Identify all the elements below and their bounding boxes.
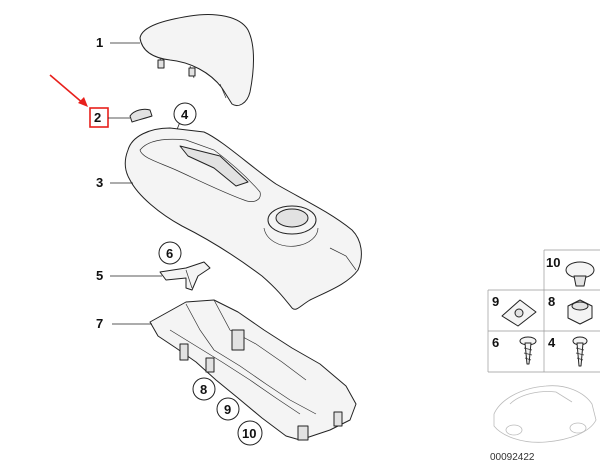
part-5-bracket[interactable] bbox=[159, 261, 211, 291]
part-7-base-frame[interactable] bbox=[149, 299, 357, 441]
part-label-6: 6 bbox=[166, 246, 173, 261]
callout-circle-10 bbox=[237, 420, 263, 446]
part-label-7: 7 bbox=[96, 316, 103, 331]
legend-item-4-screw[interactable] bbox=[572, 336, 588, 367]
part-label-3: 3 bbox=[96, 175, 103, 190]
small-parts-legend bbox=[487, 249, 600, 373]
part-label-1: 1 bbox=[96, 35, 103, 50]
callout-circle-6 bbox=[158, 241, 182, 265]
part-3-center-console[interactable] bbox=[124, 127, 362, 310]
part-label-8: 8 bbox=[200, 382, 207, 397]
part-label-5: 5 bbox=[96, 268, 103, 283]
legend-item-9-nut[interactable] bbox=[501, 299, 537, 327]
callout-circle-4 bbox=[173, 102, 197, 126]
callout-circle-9 bbox=[216, 397, 240, 421]
legend-label-8: 8 bbox=[548, 294, 555, 309]
legend-item-6-screw[interactable] bbox=[519, 336, 537, 365]
callout-circle-8 bbox=[192, 377, 216, 401]
car-thumbnail bbox=[493, 385, 597, 443]
legend-label-9: 9 bbox=[492, 294, 499, 309]
legend-label-6: 6 bbox=[492, 335, 499, 350]
reference-code: 00092422 bbox=[490, 452, 535, 463]
legend-item-10-clip[interactable] bbox=[565, 261, 595, 287]
legend-item-8-hex-nut[interactable] bbox=[567, 299, 593, 325]
highlight-arrow bbox=[49, 74, 88, 107]
part-label-4: 4 bbox=[181, 107, 189, 122]
part-1-armrest-cover[interactable] bbox=[139, 14, 254, 106]
legend-label-10: 10 bbox=[546, 255, 560, 270]
part-label-2: 2 bbox=[94, 110, 101, 125]
part-label-10: 10 bbox=[242, 426, 256, 441]
part-2-clip[interactable] bbox=[129, 108, 153, 123]
legend-label-4: 4 bbox=[548, 335, 556, 350]
highlight-box bbox=[89, 107, 109, 128]
part-label-9: 9 bbox=[224, 402, 231, 417]
